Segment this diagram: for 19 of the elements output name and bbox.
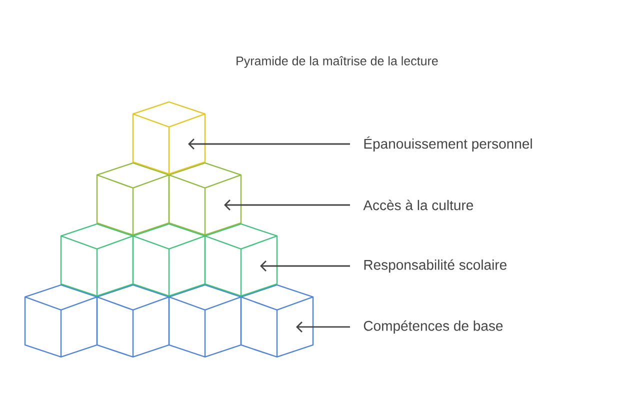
arrow [260, 260, 350, 272]
cube [60, 223, 134, 297]
cube [168, 284, 242, 358]
cube [168, 162, 242, 236]
cube [240, 284, 314, 358]
cube [96, 284, 170, 358]
arrow [188, 138, 350, 150]
cube [96, 162, 170, 236]
title: Pyramide de la maîtrise de la lecture [236, 56, 438, 68]
label-text: Compétences de base [364, 320, 503, 334]
arrow [296, 322, 350, 332]
label-text: Épanouissement personnel [364, 136, 532, 152]
label-text: Responsabilité scolaire [364, 259, 506, 273]
cube [132, 101, 206, 175]
label-text: Accès à la culture [363, 200, 474, 210]
cube [204, 223, 278, 297]
cube [132, 223, 206, 297]
arrow [224, 200, 350, 210]
cube [24, 284, 98, 358]
